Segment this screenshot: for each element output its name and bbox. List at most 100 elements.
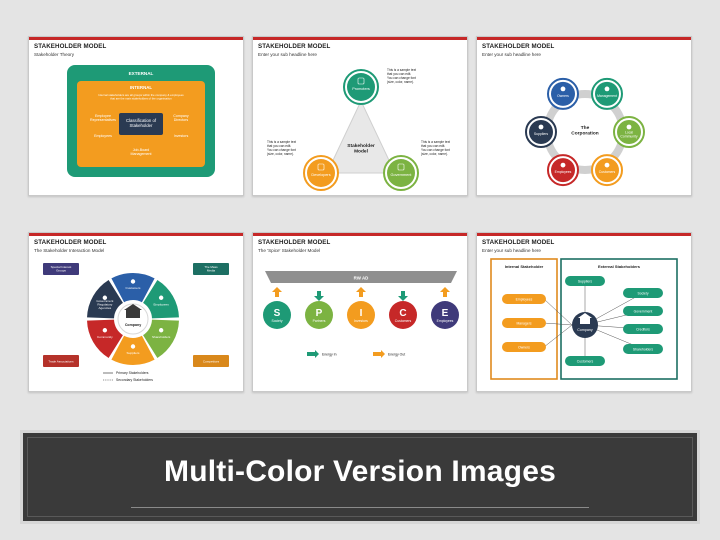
internal-pill xyxy=(502,342,546,352)
energy-arrow-shaft xyxy=(317,291,321,297)
slide-stakeholder-model-triangle[interactable]: STAKEHOLDER MODEL Enter your sub headlin… xyxy=(252,36,468,196)
slide-title: STAKEHOLDER MODEL xyxy=(34,239,107,246)
energy-arrow-shaft xyxy=(401,291,405,297)
internal-pill-label: Managers xyxy=(516,321,531,325)
slide-accent-bar xyxy=(253,37,467,40)
slide-corporation-cycle[interactable]: STAKEHOLDER MODEL Enter your sub headlin… xyxy=(476,36,692,196)
person-icon xyxy=(102,328,108,333)
slide-title: STAKEHOLDER MODEL xyxy=(482,239,555,246)
outer-stakeholder-label: Trade Associations xyxy=(48,359,74,363)
person-icon xyxy=(560,162,566,168)
letter-glyph: C xyxy=(399,308,406,319)
external-panel xyxy=(560,258,678,380)
letter-glyph: P xyxy=(316,308,323,319)
spice-model-diagram: RW AD SSocietyPPartnersIInvestorsCCustom… xyxy=(263,271,459,358)
slide-accent-bar xyxy=(29,233,243,236)
person-icon xyxy=(604,162,610,168)
segment-label: Suppliers xyxy=(127,351,140,355)
energy-out-arrow xyxy=(373,350,385,358)
person-icon xyxy=(626,124,632,130)
external-pill xyxy=(565,276,605,286)
connector-line xyxy=(543,298,573,326)
internal-external-diagram: Internal Stakeholder External Stakeholde… xyxy=(490,258,678,380)
segment-label: Community xyxy=(97,335,113,339)
banner-title: Multi-Color Version Images xyxy=(164,455,556,488)
node-label: Management xyxy=(597,94,617,98)
internal-pill-label: Owners xyxy=(518,345,530,349)
external-pill xyxy=(565,356,605,366)
slide-subtitle: The 'Spice' Stakeholder Model xyxy=(258,248,321,253)
multi-color-banner: Multi-Color Version Images xyxy=(20,430,700,524)
internal-panel-title: Internal Stakeholder xyxy=(505,264,544,269)
legend-label: Energy Out xyxy=(388,352,405,356)
person-icon xyxy=(158,328,164,333)
segment-wedge xyxy=(111,273,155,303)
classification-box xyxy=(119,113,163,135)
external-pill-label: Government xyxy=(634,309,653,313)
slide-interaction-model[interactable]: STAKEHOLDER MODEL The Stakeholder Intera… xyxy=(28,232,244,392)
letter-disc xyxy=(389,301,417,329)
internal-label: INTERNAL xyxy=(130,85,153,90)
letter-glyph: E xyxy=(442,308,449,319)
letter-disc xyxy=(263,301,291,329)
letter-label: Partners xyxy=(313,319,326,323)
node-disc xyxy=(529,120,553,144)
slide-title: STAKEHOLDER MODEL xyxy=(258,239,331,246)
outer-stakeholder-box xyxy=(193,263,229,275)
internal-note: Internal stakeholders are all groups wit… xyxy=(98,93,184,100)
slide-subtitle: Enter your sub headline here xyxy=(258,52,317,57)
stakeholder-node: Developers xyxy=(303,155,339,191)
energy-arrow-shaft xyxy=(359,291,363,297)
company-roof-icon xyxy=(124,304,142,310)
slide-subtitle: Stakeholder Theory xyxy=(34,52,75,57)
letter-disc xyxy=(431,301,459,329)
slide-title: STAKEHOLDER MODEL xyxy=(258,43,331,50)
cycle-node: Suppliers xyxy=(525,116,557,148)
person-icon xyxy=(158,295,164,300)
external-pill-label: Society xyxy=(637,291,648,295)
outer-stakeholder-box xyxy=(43,263,79,275)
energy-arrow-shaft xyxy=(443,291,447,297)
stakeholder-node: Promoters xyxy=(343,69,379,105)
interaction-model-diagram: CustomersEmployeesShareholdersSuppliersC… xyxy=(43,263,229,382)
internal-panel xyxy=(490,258,558,380)
outer-stakeholder-box xyxy=(193,355,229,367)
node-disc xyxy=(595,158,619,183)
rwad-band xyxy=(265,271,457,283)
letter-disc xyxy=(347,301,375,329)
letter-label: Investors xyxy=(354,319,368,323)
company-roof-icon xyxy=(578,313,592,318)
person-icon xyxy=(130,344,136,349)
stakeholder-theory-diagram: EXTERNAL INTERNAL Internal stakeholders … xyxy=(67,65,215,177)
node-label: Employees xyxy=(555,170,572,174)
slide-title: STAKEHOLDER MODEL xyxy=(34,43,107,50)
stakeholder-node: Government xyxy=(383,155,419,191)
slide-spice-model[interactable]: STAKEHOLDER MODEL The 'Spice' Stakeholde… xyxy=(252,232,468,392)
segment-wedge xyxy=(87,319,123,359)
slide-accent-bar xyxy=(29,37,243,40)
outer-stakeholder-label: Competitors xyxy=(203,359,220,363)
external-pill-label: Customers xyxy=(577,359,594,363)
slide-stakeholder-theory[interactable]: STAKEHOLDER MODEL Stakeholder Theory EXT… xyxy=(28,36,244,196)
legend-label: Energy In xyxy=(322,352,337,356)
node-label: Promoters xyxy=(352,87,370,91)
person-icon xyxy=(560,86,566,92)
slide-internal-external[interactable]: STAKEHOLDER MODEL Enter your sub headlin… xyxy=(476,232,692,392)
